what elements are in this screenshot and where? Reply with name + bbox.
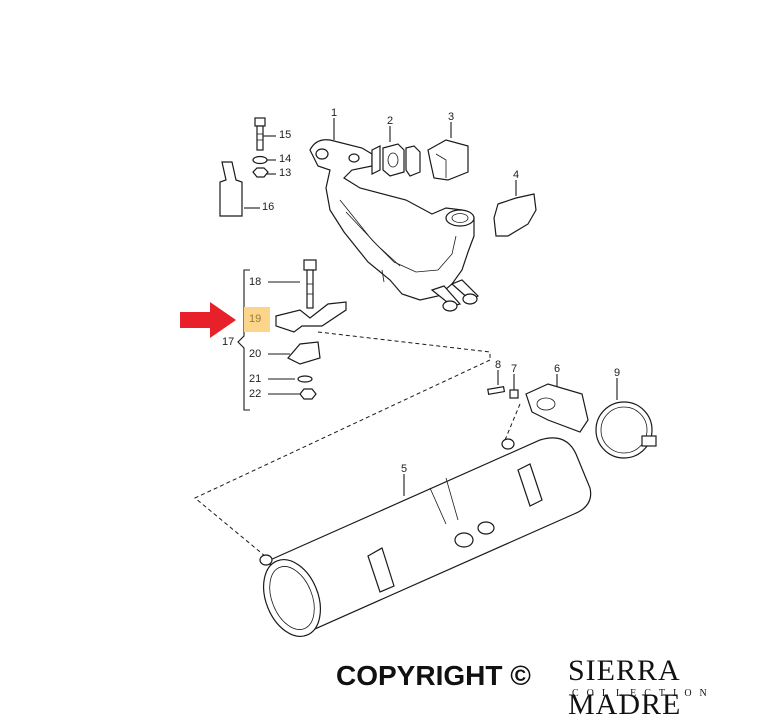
part-label-5: 5 (401, 463, 408, 475)
nut-13 (252, 167, 269, 178)
part-label-21: 21 (249, 373, 262, 385)
clamp-19 (275, 301, 347, 333)
nut-22 (299, 388, 317, 400)
parts-diagram: 1 2 3 4 5 6 7 8 9 13 14 15 16 17 18 19 2… (180, 107, 715, 721)
dashed-assembly-lines (194, 331, 521, 557)
part-label-4: 4 (513, 169, 520, 181)
washer-21 (297, 375, 313, 383)
part-label-17: 17 (222, 336, 235, 348)
bolt-18 (303, 259, 317, 309)
gasket-plate-6-hole (536, 397, 556, 411)
spacer-7 (509, 389, 519, 399)
part-label-8: 8 (495, 359, 502, 371)
leader-lines (237, 118, 618, 496)
part-label-7: 7 (511, 363, 518, 375)
part-label-19: 19 (249, 313, 262, 325)
clamp-ring-9 (595, 401, 657, 459)
part-label-1: 1 (331, 107, 338, 119)
washer-14 (252, 155, 268, 165)
highlight-box (244, 307, 270, 332)
highlight-arrow-icon (180, 302, 236, 338)
part-label-15: 15 (279, 129, 292, 141)
exhaust-diagram-drawing (180, 117, 657, 637)
part-label-6: 6 (554, 363, 561, 375)
part-label-14: 14 (279, 153, 292, 165)
part-label-18: 18 (249, 276, 262, 288)
part-label-13: 13 (279, 167, 292, 179)
bracket-16 (219, 161, 243, 217)
part-label-9: 9 (614, 367, 621, 379)
cover-3-detail (435, 153, 447, 178)
part-label-2: 2 (387, 115, 394, 127)
stud-8 (487, 385, 506, 396)
shield-4 (493, 193, 537, 237)
part-label-22: 22 (249, 388, 262, 400)
gasket-plate-6 (525, 383, 589, 433)
brand-subtitle: COLLECTION (572, 688, 715, 699)
bolt-15 (254, 117, 266, 151)
part-label-16: 16 (262, 201, 275, 213)
cover-3 (427, 139, 469, 181)
part-label-20: 20 (249, 348, 262, 360)
copyright-text: COPYRIGHT © (336, 660, 531, 691)
part-label-3: 3 (448, 111, 455, 123)
muffler-5 (259, 437, 592, 637)
manifold-1 (309, 139, 480, 312)
plate-20 (287, 341, 321, 365)
gasket-2 (371, 143, 421, 177)
